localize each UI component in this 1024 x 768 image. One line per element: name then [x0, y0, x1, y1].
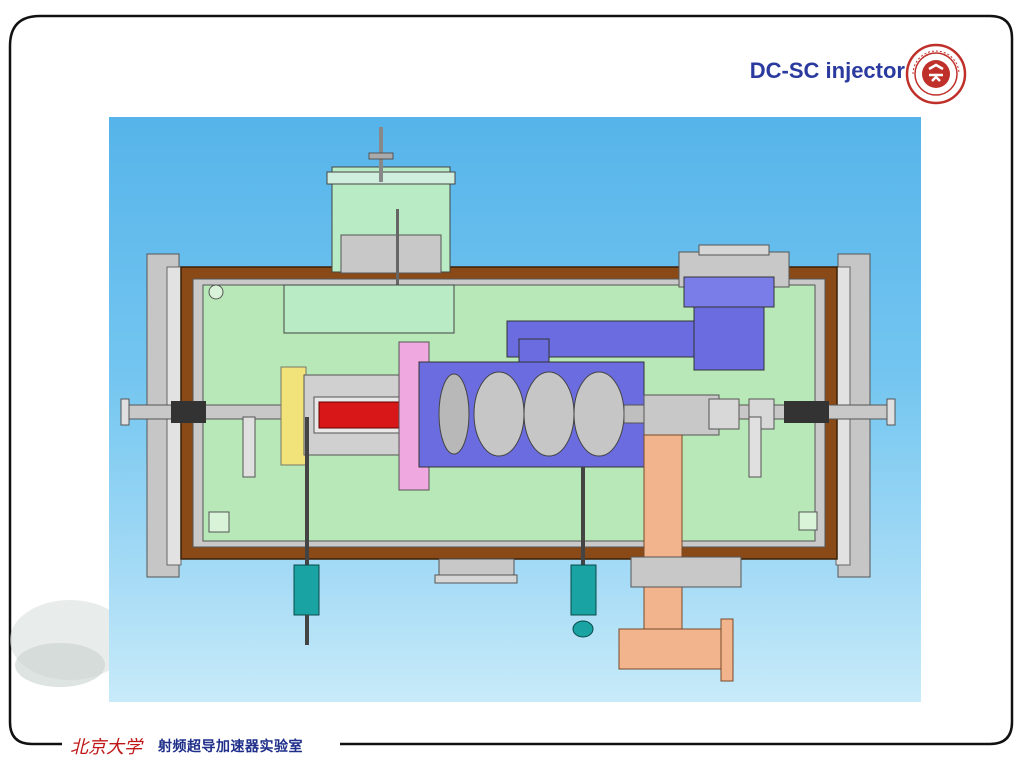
- bellows-right: [784, 401, 829, 423]
- helium-reservoir: [283, 284, 455, 334]
- university-seal-icon: [905, 43, 967, 105]
- gun-flange: [280, 366, 307, 466]
- input-coupler: [643, 434, 683, 636]
- cavity-cell: [573, 371, 625, 457]
- cavity-cell: [523, 371, 575, 457]
- injector-cross-section: [120, 127, 896, 682]
- cavity-cell: [473, 371, 525, 457]
- footer-lab-name: 射频超导加速器实验室: [158, 739, 303, 755]
- bellows-left: [171, 401, 206, 423]
- footer-university: 北京大学: [70, 737, 142, 758]
- dc-gun-core: [318, 401, 415, 429]
- injector-drawing: [109, 117, 921, 702]
- slide-title: DC-SC injector: [749, 58, 905, 83]
- tuner-left: [293, 564, 320, 616]
- tuner-right: [570, 564, 597, 616]
